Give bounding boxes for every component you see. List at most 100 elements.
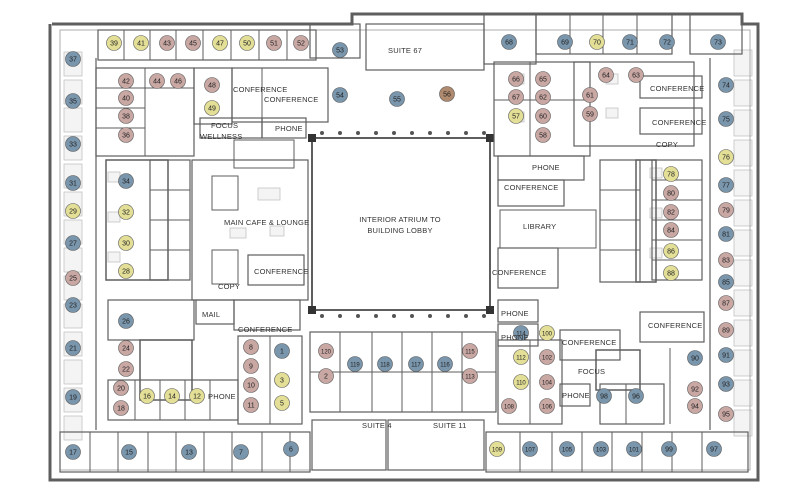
seat-110[interactable]: 110 — [513, 374, 529, 390]
seat-94[interactable]: 94 — [687, 398, 703, 414]
seat-50[interactable]: 50 — [239, 35, 255, 51]
seat-39[interactable]: 39 — [106, 35, 122, 51]
seat-11[interactable]: 11 — [243, 397, 259, 413]
seat-28[interactable]: 28 — [118, 263, 134, 279]
seat-102[interactable]: 102 — [539, 349, 555, 365]
seat-119[interactable]: 119 — [347, 356, 363, 372]
seat-8[interactable]: 8 — [243, 339, 259, 355]
seat-105[interactable]: 105 — [559, 441, 575, 457]
seat-13[interactable]: 13 — [181, 444, 197, 460]
seat-34[interactable]: 34 — [118, 173, 134, 189]
seat-101[interactable]: 101 — [626, 441, 642, 457]
seat-45[interactable]: 45 — [185, 35, 201, 51]
seat-113[interactable]: 113 — [462, 368, 478, 384]
seat-60[interactable]: 60 — [535, 108, 551, 124]
seat-97[interactable]: 97 — [706, 441, 722, 457]
seat-17[interactable]: 17 — [65, 444, 81, 460]
seat-36[interactable]: 36 — [118, 127, 134, 143]
seat-106[interactable]: 106 — [539, 398, 555, 414]
seat-59[interactable]: 59 — [582, 106, 598, 122]
seat-33[interactable]: 33 — [65, 136, 81, 152]
seat-10[interactable]: 10 — [243, 377, 259, 393]
seat-26[interactable]: 26 — [118, 313, 134, 329]
seat-74[interactable]: 74 — [718, 77, 734, 93]
seat-48[interactable]: 48 — [204, 77, 220, 93]
seat-78[interactable]: 78 — [663, 166, 679, 182]
seat-18[interactable]: 18 — [113, 400, 129, 416]
seat-72[interactable]: 72 — [659, 34, 675, 50]
seat-120[interactable]: 120 — [318, 343, 334, 359]
seat-81[interactable]: 81 — [718, 226, 734, 242]
seat-86[interactable]: 86 — [663, 243, 679, 259]
seat-76[interactable]: 76 — [718, 149, 734, 165]
seat-84[interactable]: 84 — [663, 222, 679, 238]
seat-47[interactable]: 47 — [212, 35, 228, 51]
seat-56[interactable]: 56 — [439, 86, 455, 102]
seat-19[interactable]: 19 — [65, 389, 81, 405]
seat-49[interactable]: 49 — [204, 100, 220, 116]
seat-68[interactable]: 68 — [501, 34, 517, 50]
seat-7[interactable]: 7 — [233, 444, 249, 460]
seat-16[interactable]: 16 — [139, 388, 155, 404]
seat-58[interactable]: 58 — [535, 127, 551, 143]
seat-52[interactable]: 52 — [293, 35, 309, 51]
seat-82[interactable]: 82 — [663, 204, 679, 220]
seat-107[interactable]: 107 — [522, 441, 538, 457]
seat-25[interactable]: 25 — [65, 270, 81, 286]
seat-24[interactable]: 24 — [118, 340, 134, 356]
seat-14[interactable]: 14 — [164, 388, 180, 404]
seat-75[interactable]: 75 — [718, 111, 734, 127]
seat-69[interactable]: 69 — [557, 34, 573, 50]
seat-64[interactable]: 64 — [598, 67, 614, 83]
seat-118[interactable]: 118 — [377, 356, 393, 372]
seat-87[interactable]: 87 — [718, 295, 734, 311]
seat-32[interactable]: 32 — [118, 204, 134, 220]
seat-96[interactable]: 96 — [628, 388, 644, 404]
seat-116[interactable]: 116 — [437, 356, 453, 372]
seat-112[interactable]: 112 — [513, 349, 529, 365]
seat-44[interactable]: 44 — [149, 73, 165, 89]
seat-15[interactable]: 15 — [121, 444, 137, 460]
seat-83[interactable]: 83 — [718, 252, 734, 268]
seat-65[interactable]: 65 — [535, 71, 551, 87]
seat-20[interactable]: 20 — [113, 380, 129, 396]
seat-51[interactable]: 51 — [266, 35, 282, 51]
seat-85[interactable]: 85 — [718, 274, 734, 290]
seat-35[interactable]: 35 — [65, 93, 81, 109]
seat-63[interactable]: 63 — [628, 67, 644, 83]
seat-100[interactable]: 100 — [539, 325, 555, 341]
seat-22[interactable]: 22 — [118, 361, 134, 377]
seat-46[interactable]: 46 — [170, 73, 186, 89]
seat-80[interactable]: 80 — [663, 185, 679, 201]
seat-90[interactable]: 90 — [687, 350, 703, 366]
seat-9[interactable]: 9 — [243, 358, 259, 374]
seat-29[interactable]: 29 — [65, 203, 81, 219]
seat-89[interactable]: 89 — [718, 322, 734, 338]
seat-104[interactable]: 104 — [539, 374, 555, 390]
seat-99[interactable]: 99 — [661, 441, 677, 457]
seat-23[interactable]: 23 — [65, 297, 81, 313]
seat-12[interactable]: 12 — [189, 388, 205, 404]
seat-91[interactable]: 91 — [718, 347, 734, 363]
seat-57[interactable]: 57 — [508, 108, 524, 124]
seat-27[interactable]: 27 — [65, 235, 81, 251]
seat-37[interactable]: 37 — [65, 51, 81, 67]
seat-95[interactable]: 95 — [718, 406, 734, 422]
seat-114[interactable]: 114 — [513, 325, 529, 341]
seat-77[interactable]: 77 — [718, 177, 734, 193]
seat-2[interactable]: 2 — [318, 368, 334, 384]
seat-108[interactable]: 108 — [501, 398, 517, 414]
seat-43[interactable]: 43 — [159, 35, 175, 51]
seat-31[interactable]: 31 — [65, 175, 81, 191]
seat-71[interactable]: 71 — [622, 34, 638, 50]
seat-1[interactable]: 1 — [274, 343, 290, 359]
seat-6[interactable]: 6 — [283, 441, 299, 457]
seat-30[interactable]: 30 — [118, 235, 134, 251]
seat-70[interactable]: 70 — [589, 34, 605, 50]
seat-40[interactable]: 40 — [118, 90, 134, 106]
seat-55[interactable]: 55 — [389, 91, 405, 107]
seat-53[interactable]: 53 — [332, 42, 348, 58]
seat-5[interactable]: 5 — [274, 395, 290, 411]
seat-92[interactable]: 92 — [687, 381, 703, 397]
seat-61[interactable]: 61 — [582, 87, 598, 103]
